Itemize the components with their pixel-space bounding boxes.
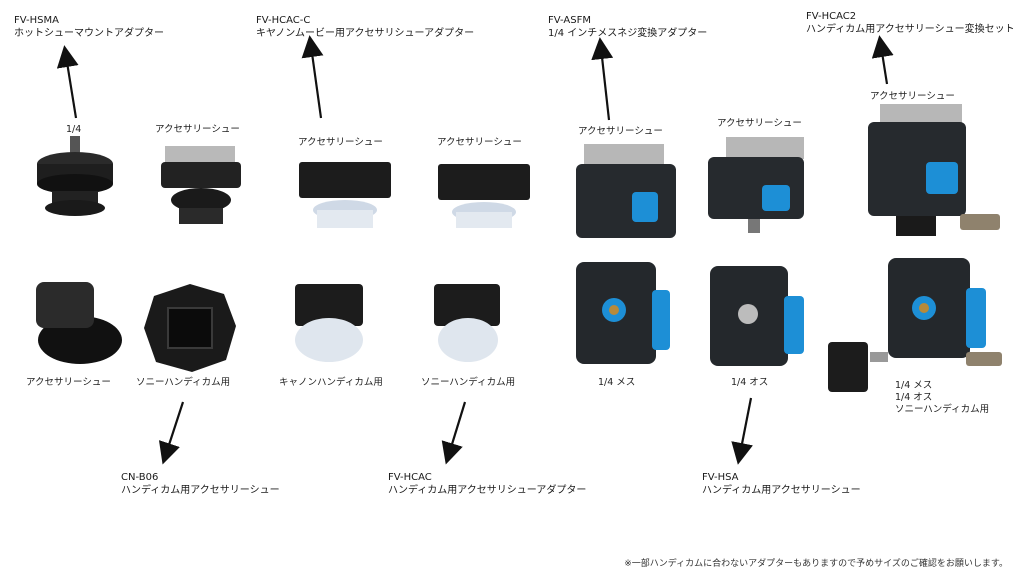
arrow-up-icon (301, 35, 324, 119)
hotshoe-mount-adapter-image (37, 136, 113, 216)
label-accessory-shoe: アクセサリーシュー (717, 118, 802, 129)
sony-shoe-bottom-image (144, 284, 236, 372)
label-set-contents: 1/4 メス 1/4 オス ソニーハンディカム用 (895, 380, 989, 416)
label-sony-handycam: ソニーハンディカム用 (895, 404, 990, 415)
product-code: CN-B06 (121, 472, 159, 483)
label-quarter-male: 1/4 オス (731, 377, 769, 388)
label-accessory-shoe: アクセサリーシュー (26, 377, 111, 388)
product-title-cn-b06: CN-B06 ハンディカム用アクセサリーシュー (121, 471, 280, 497)
quarter-female-adapter-image (576, 144, 676, 238)
canon-shoe-bottom-image (295, 284, 363, 362)
label-accessory-shoe: アクセサリーシュー (298, 137, 383, 148)
product-name: 1/4 インチメスネジ変換アダプター (548, 28, 708, 39)
arrow-down-icon (158, 401, 185, 465)
label-sony-handycam: ソニーハンディカム用 (421, 377, 516, 388)
footnote: ※一部ハンディカムに合わないアダプターもありますので予めサイズのご確認をお願いし… (624, 559, 1008, 569)
arrow-up-icon (56, 45, 79, 119)
product-code: FV-HSA (702, 472, 739, 483)
product-code: FV-HSMA (14, 15, 59, 26)
product-name: キヤノンムービー用アクセサリシューアダプター (256, 28, 475, 39)
product-code: FV-HCAC (388, 472, 432, 483)
product-name: ハンディカム用アクセサリーシュー変換セット (806, 24, 1015, 35)
set-bottom-parts-image (828, 258, 1002, 392)
arrow-up-icon (871, 35, 894, 85)
quarter-male-adapter-image (708, 137, 804, 233)
product-title-fv-hsa: FV-HSA ハンディカム用アクセサリーシュー (702, 471, 861, 497)
label-quarter-inch: 1/4 (66, 124, 82, 135)
product-code: FV-ASFM (548, 15, 591, 26)
product-code: FV-HCAC-C (256, 15, 311, 26)
product-title-fv-hcac2: FV-HCAC2 ハンディカム用アクセサリーシュー変換セット (806, 10, 1015, 36)
arrow-down-icon (731, 397, 753, 465)
label-canon-handycam: キャノンハンディカム用 (279, 377, 383, 388)
label-accessory-shoe: アクセサリーシュー (870, 91, 955, 102)
arrow-up-icon (591, 37, 614, 121)
label-accessory-shoe: アクセサリーシュー (437, 137, 522, 148)
sony-accessory-shoe-adapter-image (438, 164, 530, 228)
handycam-shoe-set-image (868, 104, 1000, 236)
product-name: ホットシューマウントアダプター (14, 28, 164, 39)
sony-shoe-adapter-bottom-image (434, 284, 500, 362)
product-code: FV-HCAC2 (806, 11, 857, 22)
label-quarter-female: 1/4 メス (895, 380, 933, 391)
product-title-fv-hcac: FV-HCAC ハンディカム用アクセサリシューアダプター (388, 471, 586, 497)
product-name: ハンディカム用アクセサリーシュー (121, 485, 280, 496)
quarter-male-bottom-image (710, 266, 804, 366)
accessory-shoe-base-image (36, 282, 122, 364)
label-accessory-shoe: アクセサリーシュー (155, 124, 240, 135)
label-sony-handycam: ソニーハンディカム用 (136, 377, 231, 388)
product-title-fv-hsma: FV-HSMA ホットシューマウントアダプター (14, 14, 164, 40)
product-title-fv-hcac-c: FV-HCAC-C キヤノンムービー用アクセサリシューアダプター (256, 14, 474, 40)
product-name: ハンディカム用アクセサリーシュー (702, 485, 861, 496)
label-quarter-male: 1/4 オス (895, 392, 933, 403)
sony-accessory-shoe-image (161, 146, 241, 224)
arrow-down-icon (441, 401, 467, 465)
label-quarter-female: 1/4 メス (598, 377, 636, 388)
quarter-female-bottom-image (576, 262, 670, 364)
product-title-fv-asfm: FV-ASFM 1/4 インチメスネジ変換アダプター (548, 14, 707, 40)
canon-accessory-shoe-adapter-image (299, 162, 391, 228)
product-name: ハンディカム用アクセサリシューアダプター (388, 485, 587, 496)
label-accessory-shoe: アクセサリーシュー (578, 126, 663, 137)
